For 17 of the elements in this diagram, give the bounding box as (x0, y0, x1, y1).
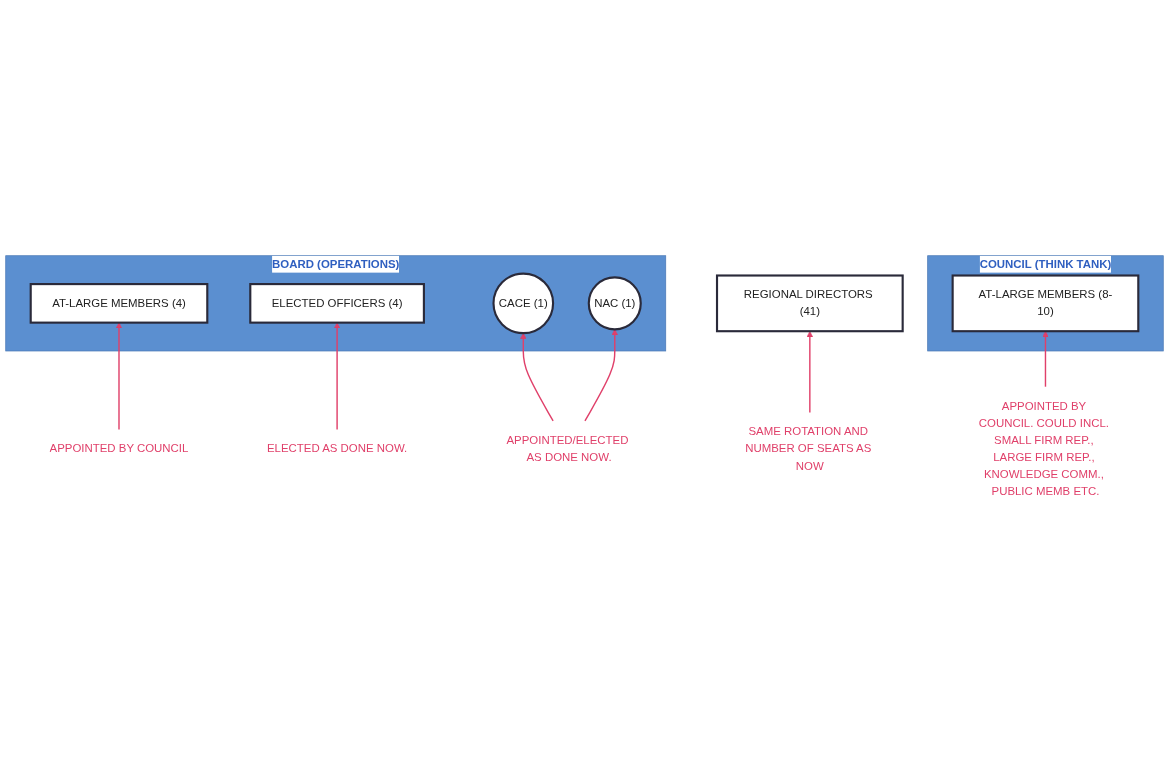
node-circle: NAC (1) (587, 275, 642, 331)
node-box: AT-LARGE MEMBERS (8-10) (951, 274, 1140, 332)
node-text: SAME ROTATION AND NUMBER OF SEATS AS NOW (745, 424, 872, 472)
node-box: AT-LARGE MEMBERS (4) (29, 282, 209, 324)
arrow (1042, 330, 1049, 388)
node-text: APPOINTED/ELECTED AS DONE NOW. (506, 433, 629, 463)
node-box: ELECTED OFFICERS (4) (249, 282, 425, 324)
arrow (115, 322, 123, 430)
arrow (806, 330, 813, 413)
arrow (520, 332, 554, 422)
node-text: ELECTED AS DONE NOW. (266, 442, 408, 455)
node-text: APPOINTED BY COUNCIL. COULD INCL. SMALL FIRM REP., LARGE FIRM REP., KNOWLEDGE COMM., PUBLIC MEMB ETC. (978, 399, 1109, 498)
node-box: REGIONAL DIRECTORS (41) (715, 274, 904, 332)
node-circle: CACE (1) (492, 272, 555, 334)
arrow (333, 322, 341, 430)
arrow (584, 328, 618, 422)
node-text: APPOINTED BY COUNCIL (49, 442, 189, 455)
